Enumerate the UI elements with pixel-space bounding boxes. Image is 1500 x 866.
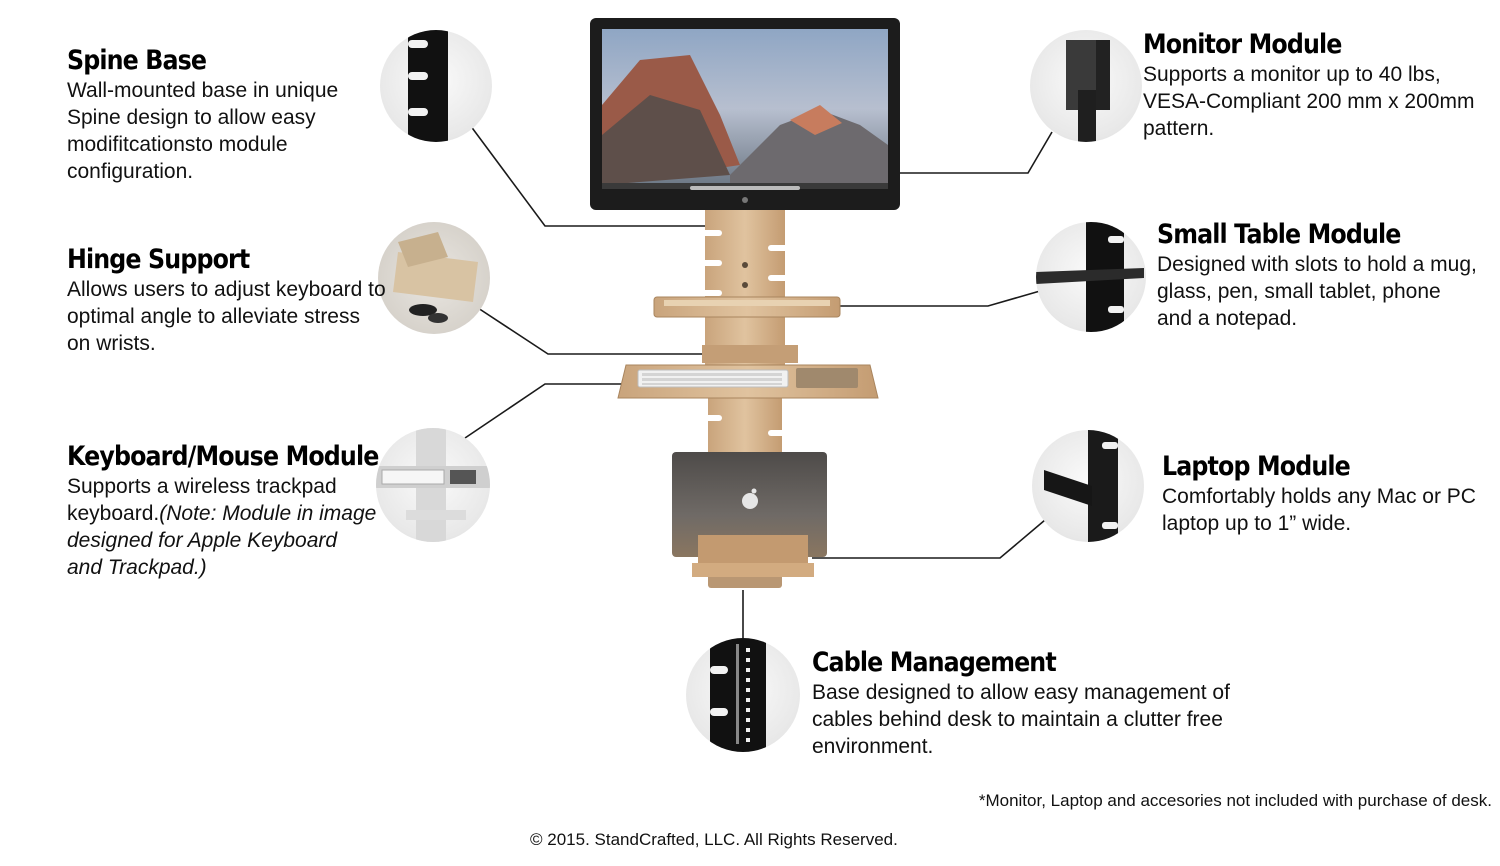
keyboard-tray: [617, 364, 879, 399]
callout-title: Laptop Module: [1162, 451, 1351, 482]
copyright: © 2015. StandCrafted, LLC. All Rights Re…: [530, 830, 898, 849]
disclaimer: *Monitor, Laptop and accesories not incl…: [978, 791, 1492, 810]
leader-keyboard-mouse: [464, 383, 622, 439]
leader-monitor-module: [900, 131, 1053, 174]
hinge-block: [702, 345, 798, 363]
callout-body: Supports a wireless trackpad keyboard.: [67, 475, 337, 525]
small-table-shelf: [653, 296, 841, 318]
callout-title: Hinge Support: [67, 244, 250, 275]
callout-title: Monitor Module: [1143, 29, 1342, 60]
laptop: [672, 452, 827, 577]
leader-laptop-module: [812, 519, 1046, 559]
callout-hinge-support: Hinge Support Allows users to adjust key…: [67, 244, 387, 357]
hinge-support-thumbnail: [378, 222, 490, 334]
callout-title: Small Table Module: [1157, 219, 1401, 250]
monitor-mount-icon: [1066, 40, 1110, 142]
callout-text: Supports a wireless trackpad keyboard.(N…: [67, 473, 377, 581]
callout-text: Base designed to allow easy management o…: [812, 681, 1230, 758]
leader-small-table: [840, 290, 1041, 307]
leader-spine-base: [469, 124, 705, 227]
callout-note: (Note: Module in image designed for Appl…: [67, 502, 377, 579]
callout-text: Wall-mounted base in unique Spine design…: [67, 79, 339, 183]
small-table-thumbnail: [1036, 222, 1146, 332]
spine-detail-icon: [408, 30, 448, 142]
cable-management-thumbnail: [686, 638, 800, 752]
callout-monitor-module: Monitor Module Supports a monitor up to …: [1143, 29, 1498, 142]
monitor-module-thumbnail: [1030, 30, 1142, 142]
callout-spine-base: Spine Base Wall-mounted base in unique S…: [67, 45, 387, 185]
leader-hinge-support: [477, 307, 706, 355]
callout-title: Keyboard/Mouse Module: [67, 441, 379, 472]
callout-text: Comfortably holds any Mac or PC laptop u…: [1162, 485, 1476, 535]
callout-small-table: Small Table Module Designed with slots t…: [1157, 219, 1477, 332]
callout-keyboard-mouse: Keyboard/Mouse Module Supports a wireles…: [67, 441, 379, 581]
monitor: [590, 18, 900, 210]
spine-base-thumbnail: [380, 30, 492, 142]
callout-text: Supports a monitor up to 40 lbs, VESA-Co…: [1143, 63, 1475, 140]
keyboard-mouse-thumbnail: [376, 428, 490, 542]
product-illustration: [590, 18, 900, 588]
callout-title: Spine Base: [67, 45, 207, 76]
keyboard-detail-icon: [376, 428, 490, 542]
callout-laptop-module: Laptop Module Comfortably holds any Mac …: [1162, 451, 1492, 537]
callout-title: Cable Management: [812, 647, 1057, 678]
callout-text: Designed with slots to hold a mug, glass…: [1157, 253, 1477, 330]
table-mount-icon: [1036, 222, 1144, 332]
hinge-detail-icon: [393, 232, 478, 323]
callout-text: Allows users to adjust keyboard to optim…: [67, 278, 386, 355]
laptop-module-thumbnail: [1032, 430, 1144, 542]
cable-channel-icon: [710, 638, 766, 752]
laptop-mount-icon: [1044, 430, 1118, 542]
callout-cable-management: Cable Management Base designed to allow …: [812, 647, 1272, 760]
